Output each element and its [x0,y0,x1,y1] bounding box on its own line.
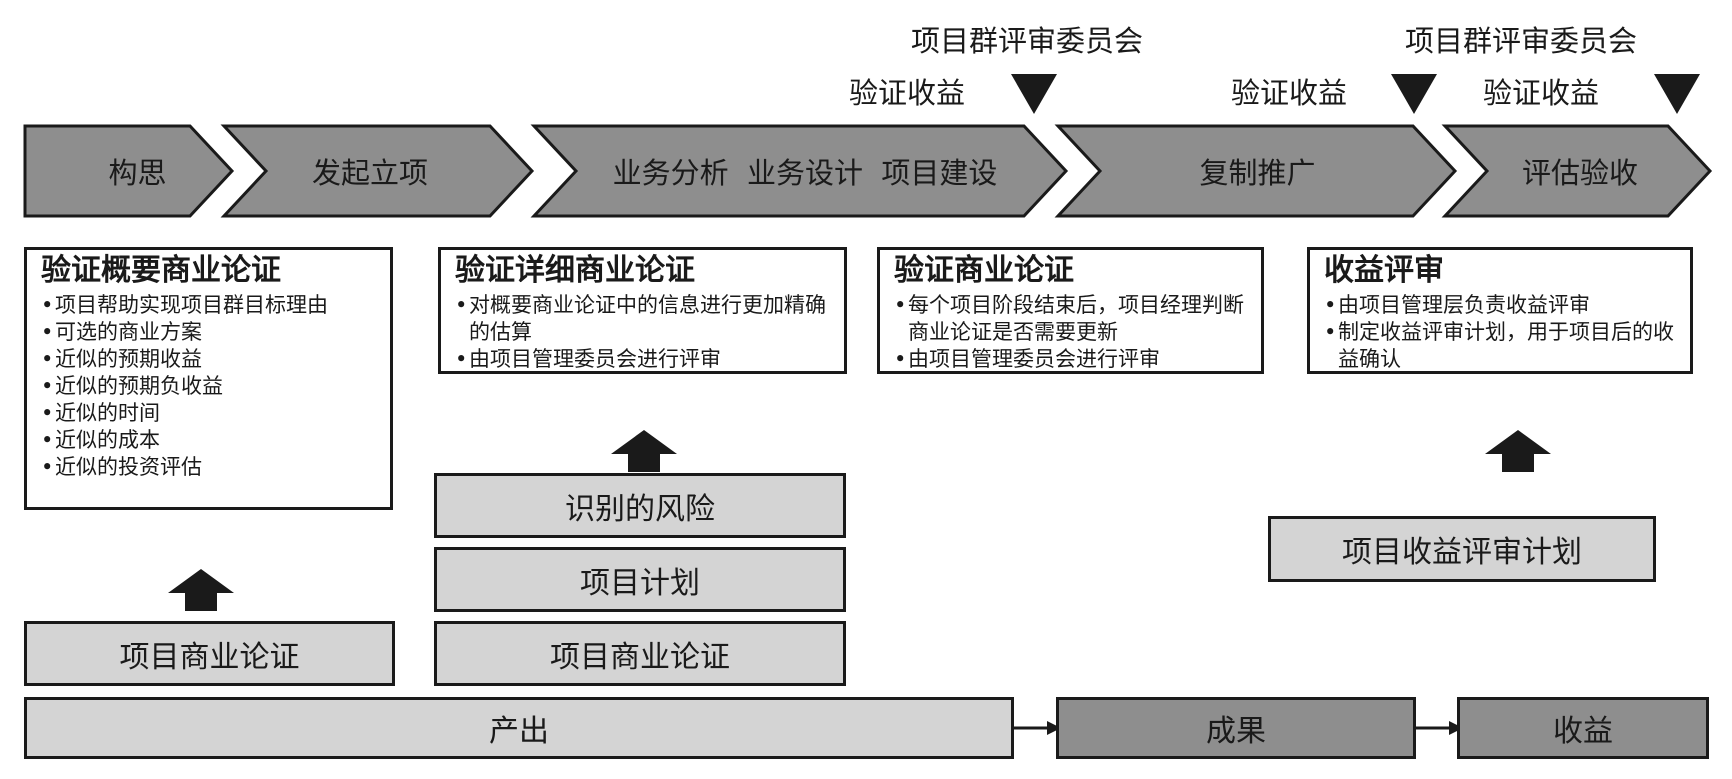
up-arrow-icon-3 [1485,430,1551,472]
box-title: 收益评审 [1324,253,1444,288]
output-box: 产出 [24,697,1014,759]
list-item: 由项目管理层负责收益评审 [1324,292,1680,319]
committee-label-2: 项目群评审委员会 [1405,24,1638,58]
project-business-case-doc-2: 项目商业论证 [434,621,846,686]
list-item: 可选的商业方案 [41,319,380,346]
bullet-list: 对概要商业论证中的信息进行更加精确的估算 由项目管理委员会进行评审 [455,292,834,373]
list-item: 近似的时间 [41,400,380,427]
stage-chevron-3 [530,124,1069,218]
project-plan-doc: 项目计划 [434,547,846,612]
flow-arrow-icon-2 [1415,721,1463,735]
flow-arrow-icon-1 [1013,721,1061,735]
validate-benefit-label-3: 验证收益 [1483,76,1600,110]
box-title: 验证详细商业论证 [455,253,695,288]
review-marker-triangle-3 [1654,74,1700,114]
review-marker-triangle-2 [1391,74,1437,114]
stage-label-2: 发起立项 [311,156,428,190]
benefit-review-plan-doc: 项目收益评审计划 [1268,516,1656,582]
list-item: 近似的投资评估 [41,454,380,481]
identified-risks-doc: 识别的风险 [434,473,846,538]
outline-business-case-box: 验证概要商业论证 项目帮助实现项目群目标理由 可选的商业方案 近似的预期收益 近… [24,247,393,510]
box-title: 验证商业论证 [894,253,1074,288]
stage-label-5: 评估验收 [1521,156,1638,190]
review-marker-triangle-1 [1011,74,1057,114]
bullet-list: 每个项目阶段结束后，项目经理判断商业论证是否需要更新 由项目管理委员会进行评审 [894,292,1251,373]
stage-chevron-1 [23,124,235,218]
bullet-list: 由项目管理层负责收益评审 制定收益评审计划，用于项目后的收益确认 [1324,292,1680,373]
benefit-box: 收益 [1457,697,1709,759]
stage-chevrons [23,124,1713,218]
bullet-list: 项目帮助实现项目群目标理由 可选的商业方案 近似的预期收益 近似的预期负收益 近… [41,292,380,481]
stage-chevron-4 [1054,124,1458,218]
list-item: 由项目管理委员会进行评审 [894,346,1251,373]
validate-business-case-box: 验证商业论证 每个项目阶段结束后，项目经理判断商业论证是否需要更新 由项目管理委… [877,247,1264,374]
benefit-review-box: 收益评审 由项目管理层负责收益评审 制定收益评审计划，用于项目后的收益确认 [1307,247,1693,374]
project-business-case-doc-1: 项目商业论证 [24,621,395,686]
detailed-business-case-box: 验证详细商业论证 对概要商业论证中的信息进行更加精确的估算 由项目管理委员会进行… [438,247,847,374]
committee-label-1: 项目群评审委员会 [911,24,1144,58]
list-item: 每个项目阶段结束后，项目经理判断商业论证是否需要更新 [894,292,1251,346]
list-item: 由项目管理委员会进行评审 [455,346,834,373]
stage-label-3: 业务分析 业务设计 项目建设 [612,156,998,190]
up-arrow-icon-1 [168,569,234,611]
validate-benefit-label-1: 验证收益 [849,76,966,110]
list-item: 项目帮助实现项目群目标理由 [41,292,380,319]
outcome-box: 成果 [1056,697,1416,759]
box-title: 验证概要商业论证 [41,253,281,288]
list-item: 近似的预期负收益 [41,373,380,400]
stage-chevron-5 [1441,124,1713,218]
list-item: 对概要商业论证中的信息进行更加精确的估算 [455,292,834,346]
list-item: 制定收益评审计划，用于项目后的收益确认 [1324,319,1680,373]
list-item: 近似的成本 [41,427,380,454]
stage-label-4: 复制推广 [1199,156,1316,190]
stage-label-1: 构思 [108,156,167,190]
up-arrow-icon-2 [611,430,677,472]
validate-benefit-label-2: 验证收益 [1231,76,1348,110]
list-item: 近似的预期收益 [41,346,380,373]
stage-chevron-2 [220,124,535,218]
